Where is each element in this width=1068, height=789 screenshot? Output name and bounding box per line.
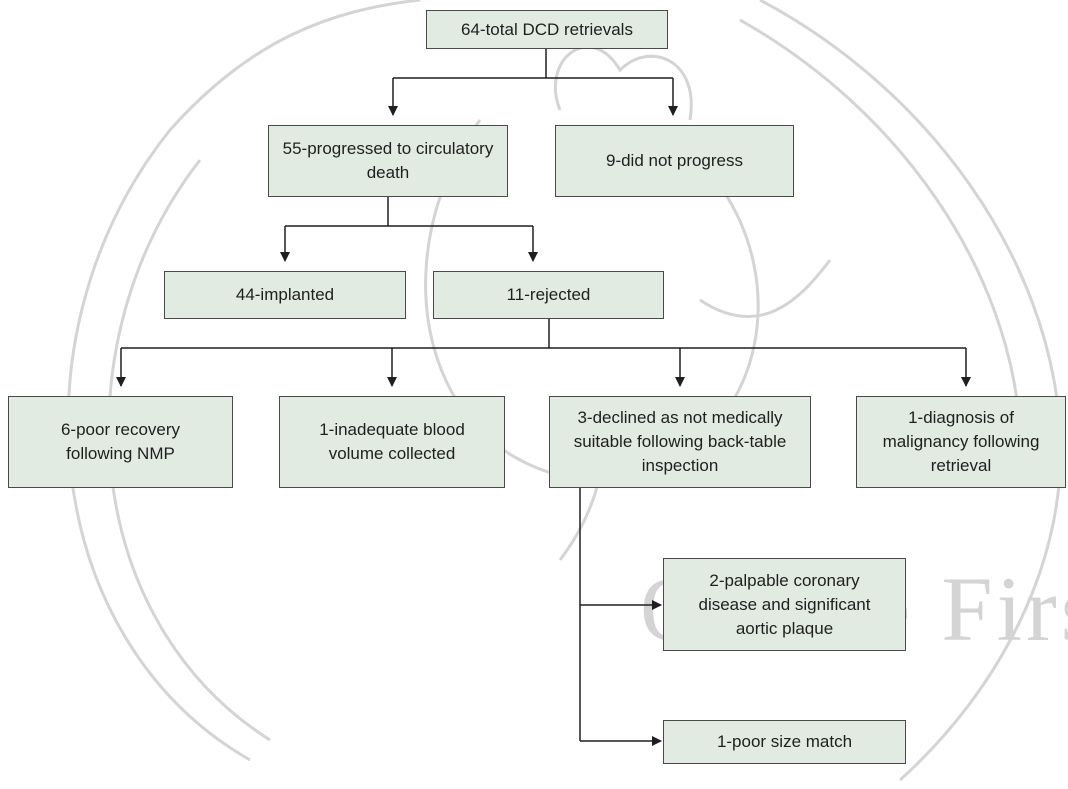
node-coronary: 2-palpable coronary disease and signific… (663, 558, 906, 651)
node-poor-recovery: 6-poor recovery following NMP (8, 396, 233, 488)
node-progressed-label: 55-progressed to circulatory death (282, 139, 494, 182)
node-total-retrievals-label: 64-total DCD retrievals (461, 19, 633, 39)
node-inadequate-blood: 1-inadequate blood volume collected (279, 396, 505, 488)
node-size-match: 1-poor size match (663, 720, 906, 764)
node-implanted: 44-implanted (164, 271, 406, 319)
node-rejected-label: 11-rejected (506, 285, 591, 304)
node-progressed: 55-progressed to circulatory death (268, 125, 508, 197)
node-malignancy-label: 1-diagnosis of malignancy following retr… (882, 408, 1040, 475)
node-coronary-label: 2-palpable coronary disease and signific… (698, 570, 871, 638)
node-rejected: 11-rejected (433, 271, 664, 319)
node-declined: 3-declined as not medically suitable fol… (549, 396, 811, 488)
node-size-match-label: 1-poor size match (716, 732, 853, 751)
node-declined-label: 3-declined as not medically suitable fol… (573, 408, 787, 475)
node-implanted-label: 44-implanted (235, 285, 335, 304)
node-not-progress-label: 9-did not progress (605, 151, 744, 170)
node-malignancy: 1-diagnosis of malignancy following retr… (856, 396, 1066, 488)
node-inadequate-blood-label: 1-inadequate blood volume collected (319, 420, 465, 463)
node-total-retrievals: 64-total DCD retrievals (426, 10, 668, 49)
node-not-progress: 9-did not progress (555, 125, 794, 197)
node-poor-recovery-label: 6-poor recovery following NMP (60, 420, 181, 463)
